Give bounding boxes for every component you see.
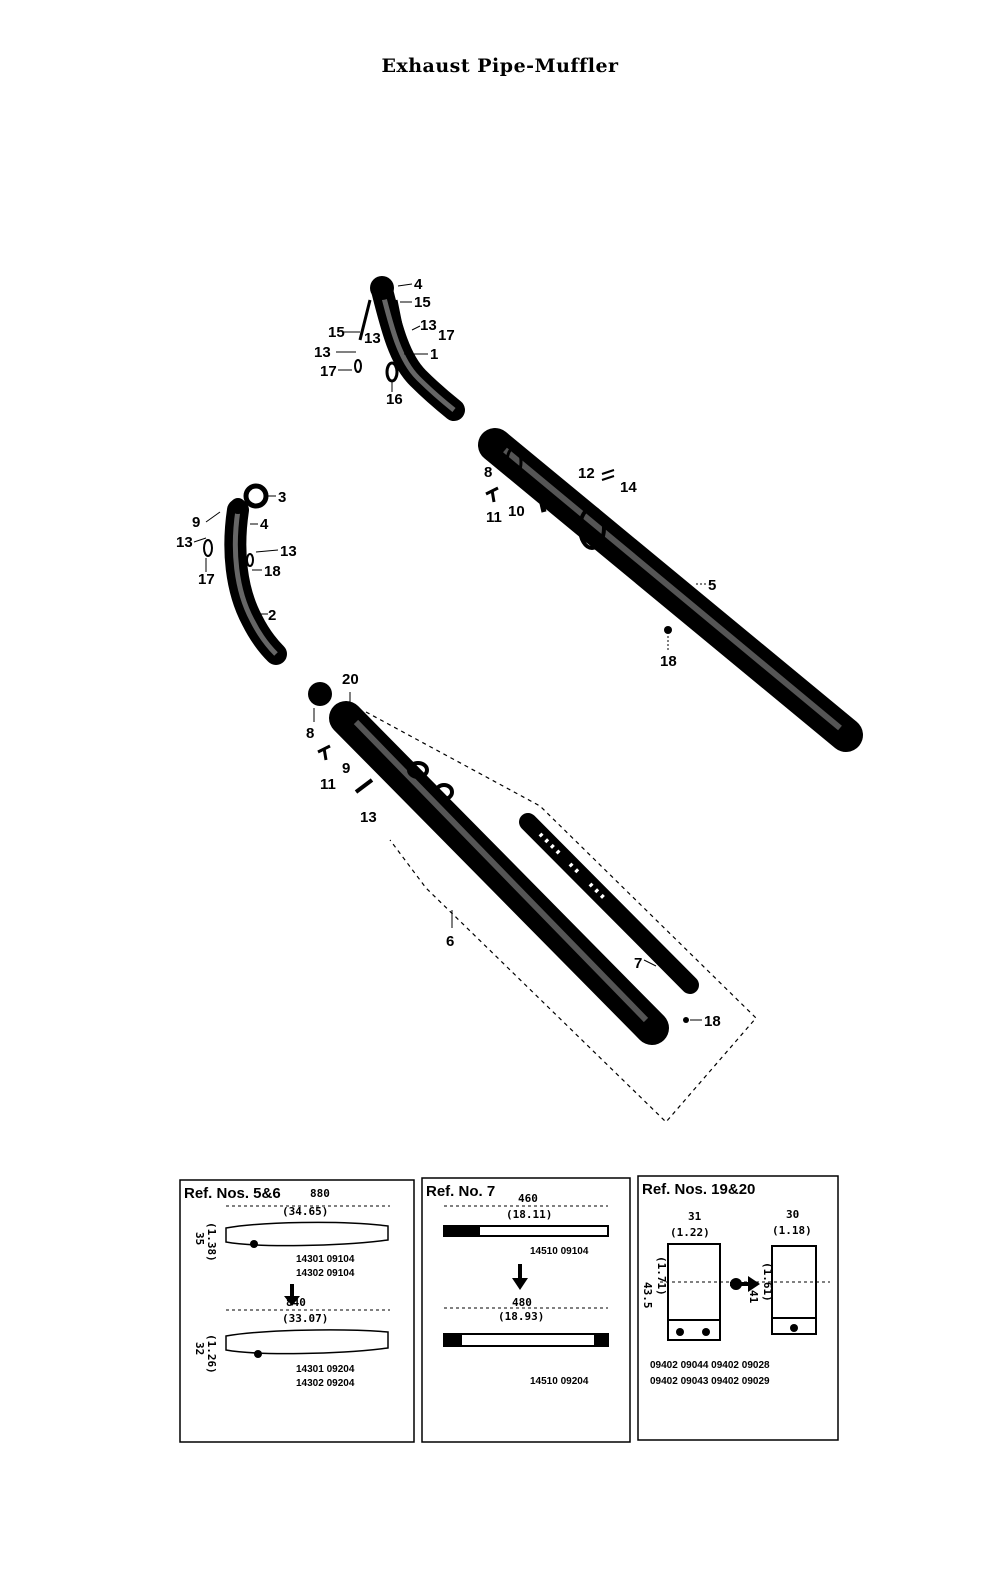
box2-length-1: 460	[518, 1192, 538, 1205]
callout-13-lower: 13	[360, 809, 377, 826]
box3-height-1: 43.5	[641, 1282, 654, 1309]
callout-17-upper-left: 17	[320, 363, 337, 380]
callout-18-lower: 18	[704, 1013, 721, 1030]
box1-length-1-inches: (34.65)	[282, 1205, 328, 1218]
callout-2: 2	[268, 607, 276, 624]
box1-part-2b: 14302 09204	[296, 1378, 355, 1389]
hardware	[317, 469, 689, 1023]
callout-14: 14	[620, 479, 637, 496]
callout-9-lower: 9	[342, 760, 350, 777]
muffler-upper	[478, 428, 863, 752]
detail-box-ref-5-6: Ref. Nos. 5&6 880 (34.65) 35 (1.38) 1430…	[179, 1179, 415, 1443]
baffle-tube	[519, 813, 699, 994]
box1-diameter-1-inches: (1.38)	[205, 1222, 218, 1262]
callout-8-upper: 8	[484, 464, 492, 481]
box1-part-2a: 14301 09204	[296, 1364, 355, 1375]
callout-12: 12	[578, 465, 595, 482]
callout-17-lower: 17	[198, 571, 215, 588]
box3-parts-row-2: 09402 09043 09402 09029	[650, 1376, 770, 1387]
detail-box-ref-7: Ref. No. 7 460 (18.11) 14510 09104 480 (…	[421, 1177, 631, 1443]
box2-title: Ref. No. 7	[426, 1183, 495, 1200]
callout-6: 6	[446, 933, 454, 950]
page-title: Exhaust Pipe-Muffler	[381, 55, 619, 77]
box2-part-1: 14510 09104	[530, 1246, 589, 1257]
callout-10: 10	[508, 503, 525, 520]
box2-length-1-inches: (18.11)	[506, 1208, 552, 1221]
callout-4-lower: 4	[260, 516, 269, 533]
box1-title: Ref. Nos. 5&6	[184, 1185, 281, 1202]
detail-box-ref-19-20: Ref. Nos. 19&20 31 (1.22) 43.5 (1.71) 30…	[637, 1175, 839, 1441]
callout-8-lower: 8	[306, 725, 314, 742]
box3-width-1: 31	[688, 1210, 702, 1223]
callout-20: 20	[342, 671, 359, 688]
callout-9-left: 9	[192, 514, 200, 531]
box3-parts-row-1: 09402 09044 09402 09028	[650, 1360, 770, 1371]
exhaust-pipe-upper	[354, 276, 465, 421]
box2-length-2: 480	[512, 1296, 532, 1309]
callout-7: 7	[634, 955, 642, 972]
muffler-lower	[308, 682, 669, 1045]
callout-17-upper-right: 17	[438, 327, 455, 344]
callout-13-lower-right: 13	[280, 543, 297, 560]
box1-length-2-inches: (33.07)	[282, 1312, 328, 1325]
callout-13-upper-right: 13	[420, 317, 437, 334]
callout-15-upper-right: 15	[414, 294, 431, 311]
box1-part-1a: 14301 09104	[296, 1254, 355, 1265]
box3-width-1-inches: (1.22)	[670, 1226, 710, 1239]
box1-length-2: 840	[286, 1296, 306, 1309]
box3-width-2-inches: (1.18)	[772, 1224, 812, 1237]
callout-16: 16	[386, 391, 403, 408]
box1-length-1: 880	[310, 1187, 330, 1200]
callout-3: 3	[278, 489, 286, 506]
box3-width-2: 30	[786, 1208, 799, 1221]
box3-height-1-inches: (1.71)	[655, 1256, 668, 1296]
callout-13-upper-left: 13	[314, 344, 331, 361]
box2-length-2-inches: (18.93)	[498, 1310, 544, 1323]
box3-title: Ref. Nos. 19&20	[642, 1181, 755, 1198]
box1-diameter-2: 32	[193, 1342, 206, 1355]
callout-11-lower: 11	[320, 776, 336, 793]
callout-18-upper: 18	[660, 653, 677, 670]
callout-4-upper: 4	[414, 276, 423, 293]
callout-18-left: 18	[264, 563, 281, 580]
assembly-outline	[365, 711, 757, 1123]
box3-height-2: 41	[747, 1290, 760, 1304]
callout-1: 1	[430, 346, 438, 363]
callout-5: 5	[708, 577, 716, 594]
leader-lines	[193, 283, 708, 1021]
callout-11-upper: 11	[486, 509, 502, 526]
box2-part-2: 14510 09204	[530, 1376, 589, 1387]
callout-15-upper-left: 15	[328, 324, 345, 341]
box1-part-1b: 14302 09104	[296, 1268, 355, 1279]
box3-height-2-inches: (1.61)	[761, 1262, 774, 1302]
box1-diameter-2-inches: (1.26)	[205, 1334, 218, 1374]
box1-diameter-1: 35	[193, 1232, 206, 1245]
callout-13-upper-mid: 13	[364, 330, 381, 347]
callout-13-left: 13	[176, 534, 193, 551]
